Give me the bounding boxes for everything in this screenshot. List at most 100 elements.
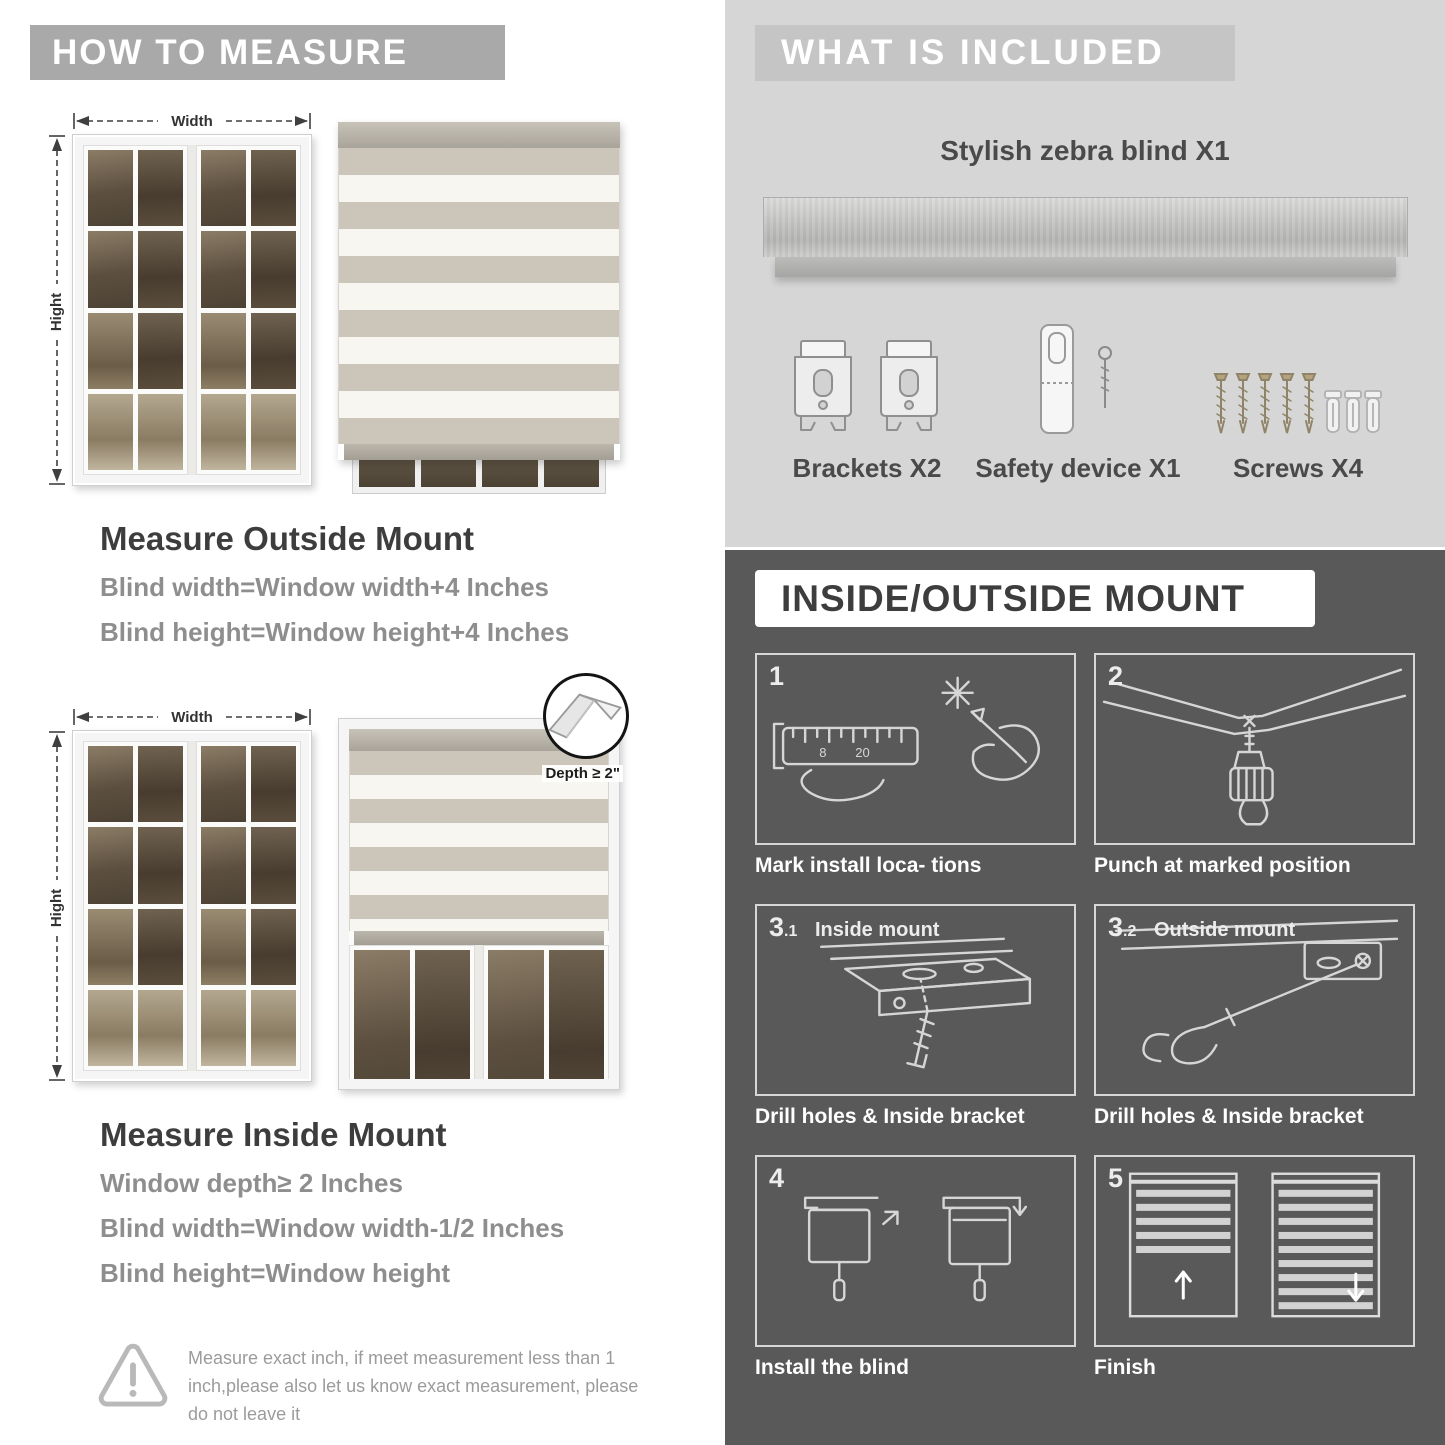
step-caption: Finish <box>1094 1356 1156 1379</box>
step-number: 4 <box>769 1163 785 1193</box>
included-item-safety-device: Safety device X1 <box>975 321 1181 484</box>
included-items: Brackets X2 <box>725 321 1445 484</box>
how-to-measure-column: HOW TO MEASURE Width <box>30 25 725 1424</box>
window-pane <box>88 312 133 389</box>
measurement-line: Blind width=Window width-1/2 Inches <box>100 1213 565 1243</box>
inside-outside-mount-banner: INSIDE/OUTSIDE MOUNT <box>755 570 1315 627</box>
window-pane <box>88 231 133 308</box>
install-step: 5 <box>1094 1155 1415 1380</box>
window-pane <box>138 312 183 389</box>
blind-bottom-rail <box>354 931 604 945</box>
window-sash <box>196 145 301 475</box>
window-pane <box>138 989 183 1066</box>
window-pane <box>138 827 183 904</box>
finished-blind-icon <box>1128 1172 1381 1318</box>
window-pane <box>414 950 470 1079</box>
zebra-stripes <box>338 148 620 444</box>
blind-bottom-rail <box>343 444 615 460</box>
height-label: Hight <box>48 293 65 331</box>
window-pane <box>488 950 544 1079</box>
step-panel: 5 <box>1094 1155 1415 1347</box>
window-pane <box>201 231 246 308</box>
step-number: 5 <box>1108 1163 1124 1193</box>
inside-mount-blind-photo: Depth ≥ 2" <box>338 673 629 1090</box>
zebra-blind <box>349 729 609 945</box>
window-glass <box>83 741 301 1071</box>
window-pane <box>548 950 604 1079</box>
outside-mount-figures: Width Hight <box>46 110 725 494</box>
zebra-blind-name: Stylish zebra blind X1 <box>940 135 1230 166</box>
window-pane <box>88 908 133 985</box>
step-number: 3.2 <box>1108 912 1137 942</box>
outside-mount-screwdriver-icon <box>1114 919 1399 1065</box>
window-sash <box>83 145 188 475</box>
step-title: Outside mount <box>1154 919 1296 941</box>
install-step: 3.1 Inside mount <box>755 904 1076 1129</box>
window-measure-figure: Width Hight <box>46 706 312 1082</box>
window-pane <box>88 393 133 470</box>
headrail-top <box>762 197 1408 257</box>
height-arrow-icon: Hight <box>48 135 65 485</box>
install-blind-icon <box>803 1196 1028 1302</box>
svg-text:20: 20 <box>855 745 870 760</box>
blind-headrail <box>349 729 609 751</box>
measurement-line: Blind height=Window height <box>100 1258 450 1288</box>
width-label: Width <box>171 709 213 726</box>
step-panel: 1 <box>755 653 1076 845</box>
step-number: 2 <box>1108 661 1124 691</box>
step-title: Inside mount <box>815 919 940 941</box>
window-pane <box>138 150 183 227</box>
step-caption: Drill holes & Inside bracket <box>1094 1105 1364 1128</box>
inside-outside-mount-section: INSIDE/OUTSIDE MOUNT 1 <box>725 547 1445 1445</box>
outside-mount-blind-photo <box>338 122 620 494</box>
depth-callout-label: Depth ≥ 2" <box>542 765 623 782</box>
item-label: Brackets X2 <box>792 453 942 483</box>
included-and-mount-column: WHAT IS INCLUDED Stylish zebra blind X1 <box>725 0 1445 1445</box>
window-pane <box>251 150 296 227</box>
window-pane <box>201 312 246 389</box>
window-pane <box>201 908 246 985</box>
zebra-blind <box>338 122 620 460</box>
warning-icon <box>98 1343 168 1407</box>
window-pane <box>251 989 296 1066</box>
item-label: Safety device X1 <box>975 453 1181 483</box>
window-pane <box>251 908 296 985</box>
window-pane <box>88 989 133 1066</box>
install-step: 3.2 Outside mount <box>1094 904 1415 1129</box>
window-pane <box>138 393 183 470</box>
window-sash <box>349 945 475 1079</box>
width-arrow-icon: Width <box>73 113 311 130</box>
window-pane <box>138 746 183 823</box>
step-panel: 4 <box>755 1155 1076 1347</box>
step-caption: Punch at marked position <box>1094 854 1351 877</box>
brackets-icon <box>794 340 938 431</box>
installation-steps: 1 <box>755 653 1415 1380</box>
window-glass <box>349 945 609 1079</box>
window-pane <box>201 150 246 227</box>
frame-corner-zoom-icon <box>548 693 623 739</box>
headrail-lip <box>774 257 1396 277</box>
install-step: 1 <box>755 653 1076 878</box>
how-to-measure-banner: HOW TO MEASURE <box>30 25 505 80</box>
included-item-screws: Screws X4 <box>1209 321 1387 484</box>
height-arrow-icon: Hight <box>48 731 65 1081</box>
inside-mount-figures: Width Hight <box>46 673 725 1090</box>
window-pane <box>251 746 296 823</box>
step-caption: Mark install loca- tions <box>755 854 982 877</box>
measurement-line: Blind width=Window width+4 Inches <box>100 572 549 602</box>
install-step: 2 <box>1094 653 1415 878</box>
included-item-brackets: Brackets X2 <box>787 321 947 484</box>
window-pane <box>201 746 246 823</box>
window-pane <box>201 393 246 470</box>
safety-device-icon <box>1039 324 1112 434</box>
window-photo <box>72 134 312 486</box>
window-measure-figure: Width Hight <box>46 110 312 486</box>
window-photo <box>72 730 312 1082</box>
window-pane <box>201 827 246 904</box>
window-pane <box>138 231 183 308</box>
item-label: Screws X4 <box>1232 453 1364 483</box>
zebra-blind-headrail-image <box>762 197 1408 277</box>
install-step: 4 <box>755 1155 1076 1380</box>
